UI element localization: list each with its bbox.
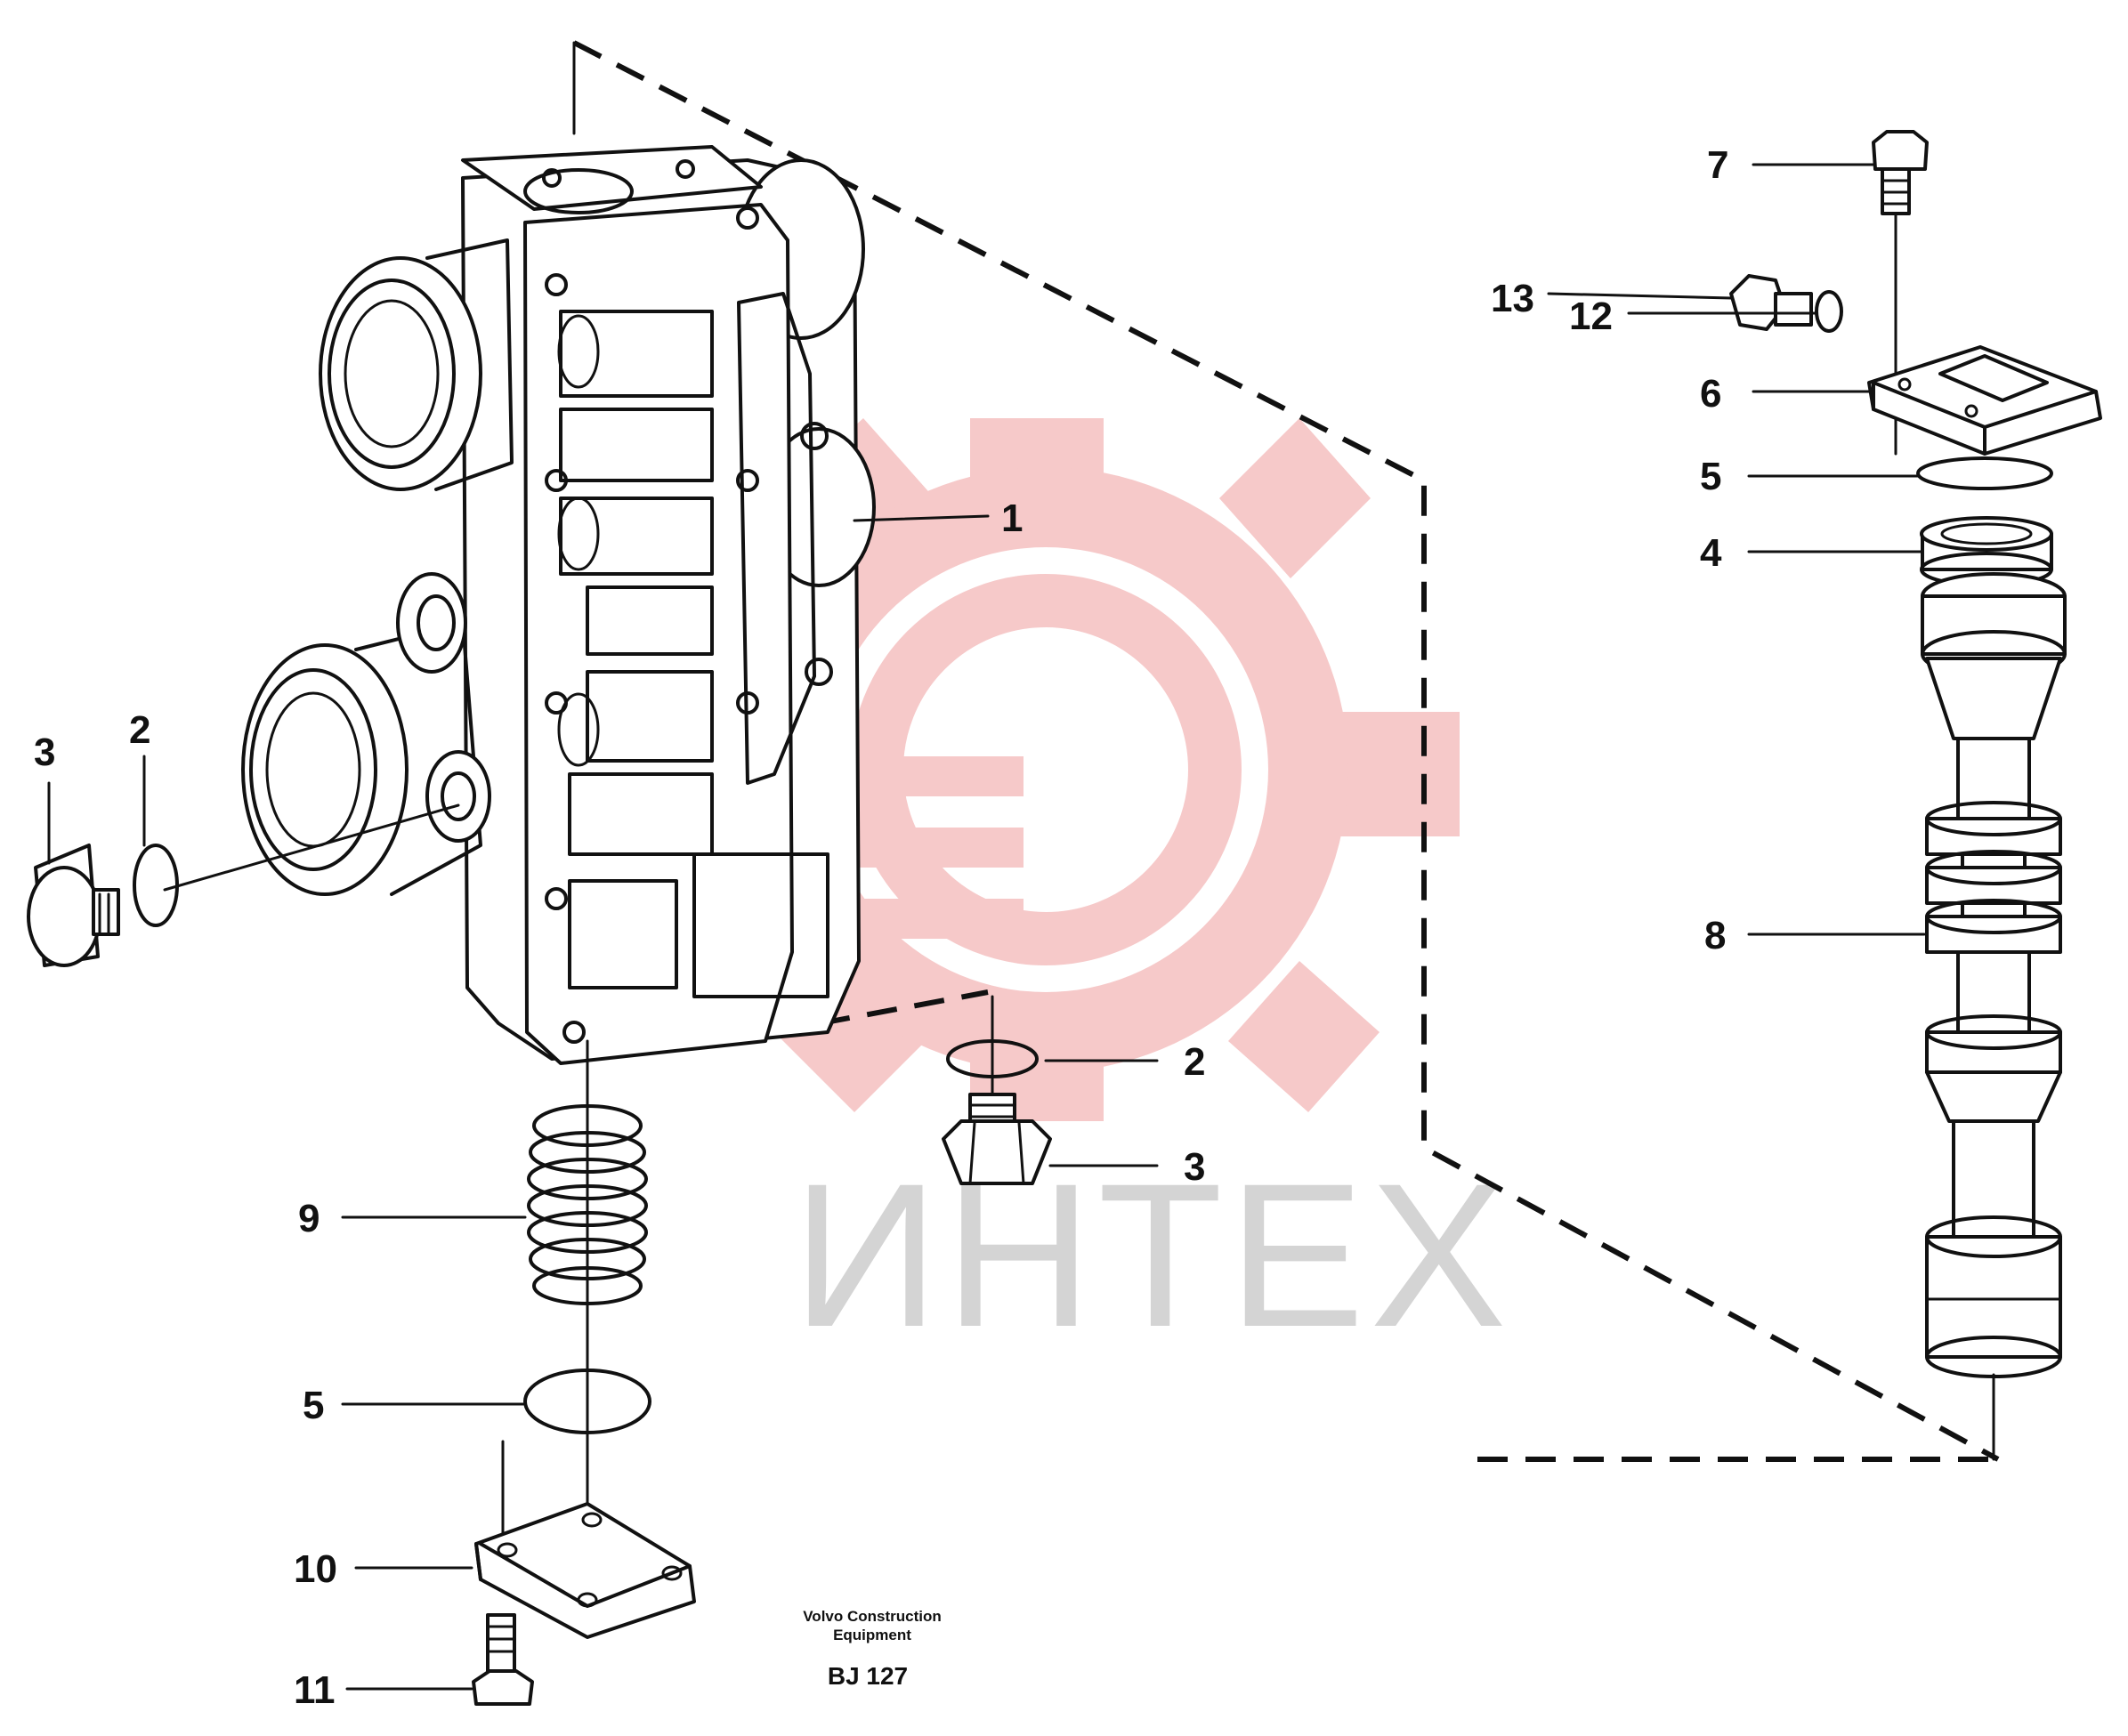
callout-7: 7	[1707, 143, 1728, 187]
bolt-top	[1872, 130, 1929, 215]
callout-11: 11	[294, 1668, 336, 1712]
plug-lower	[942, 1093, 1052, 1185]
watermark-text: ИНТЕХ	[792, 1141, 1512, 1369]
footer-company: Volvo Construction	[803, 1608, 942, 1625]
callout-5-right: 5	[1700, 455, 1721, 498]
callout-12: 12	[1569, 295, 1613, 338]
callout-10: 10	[294, 1547, 337, 1591]
o-ring-left	[133, 844, 179, 927]
o-ring-top	[1916, 456, 2053, 490]
leader-line	[853, 514, 990, 522]
cover-plate	[474, 1502, 696, 1639]
drawing-code: BJ 127	[828, 1662, 908, 1690]
callout-5-left: 5	[303, 1384, 324, 1427]
callout-1: 1	[1001, 497, 1023, 540]
callout-4: 4	[1700, 531, 1722, 575]
phantom-outline	[572, 40, 2000, 1462]
o-ring-bottom	[523, 1369, 651, 1434]
callout-3-left: 3	[34, 731, 55, 774]
footer-division: Equipment	[833, 1627, 911, 1643]
valve-housing	[241, 145, 876, 1065]
plug-left	[27, 803, 460, 967]
callout-8: 8	[1704, 914, 1726, 957]
valve-spool	[1921, 572, 2067, 1378]
watermark: ИНТЕХ	[659, 418, 1512, 1369]
callout-3-right: 3	[1184, 1145, 1205, 1189]
top-cover	[1867, 345, 2102, 456]
callout-2-right: 2	[1184, 1040, 1205, 1084]
spring	[527, 1104, 648, 1305]
callouts: 1 2 3 2 3 9 5 10 11 7 13 12 6 5 4 8	[34, 143, 1728, 1712]
callout-9: 9	[298, 1197, 320, 1240]
seal-ring	[1920, 516, 2053, 587]
leader-line	[1547, 292, 1733, 300]
washer	[1815, 290, 1843, 333]
plug-small	[1729, 274, 1813, 331]
bolt-bottom	[472, 1613, 534, 1706]
callout-6: 6	[1700, 372, 1721, 416]
callout-13: 13	[1491, 277, 1534, 320]
o-ring-lower	[946, 1039, 1039, 1078]
callout-2-left: 2	[129, 708, 150, 752]
footer: Volvo Construction Equipment BJ 127	[803, 1608, 942, 1690]
